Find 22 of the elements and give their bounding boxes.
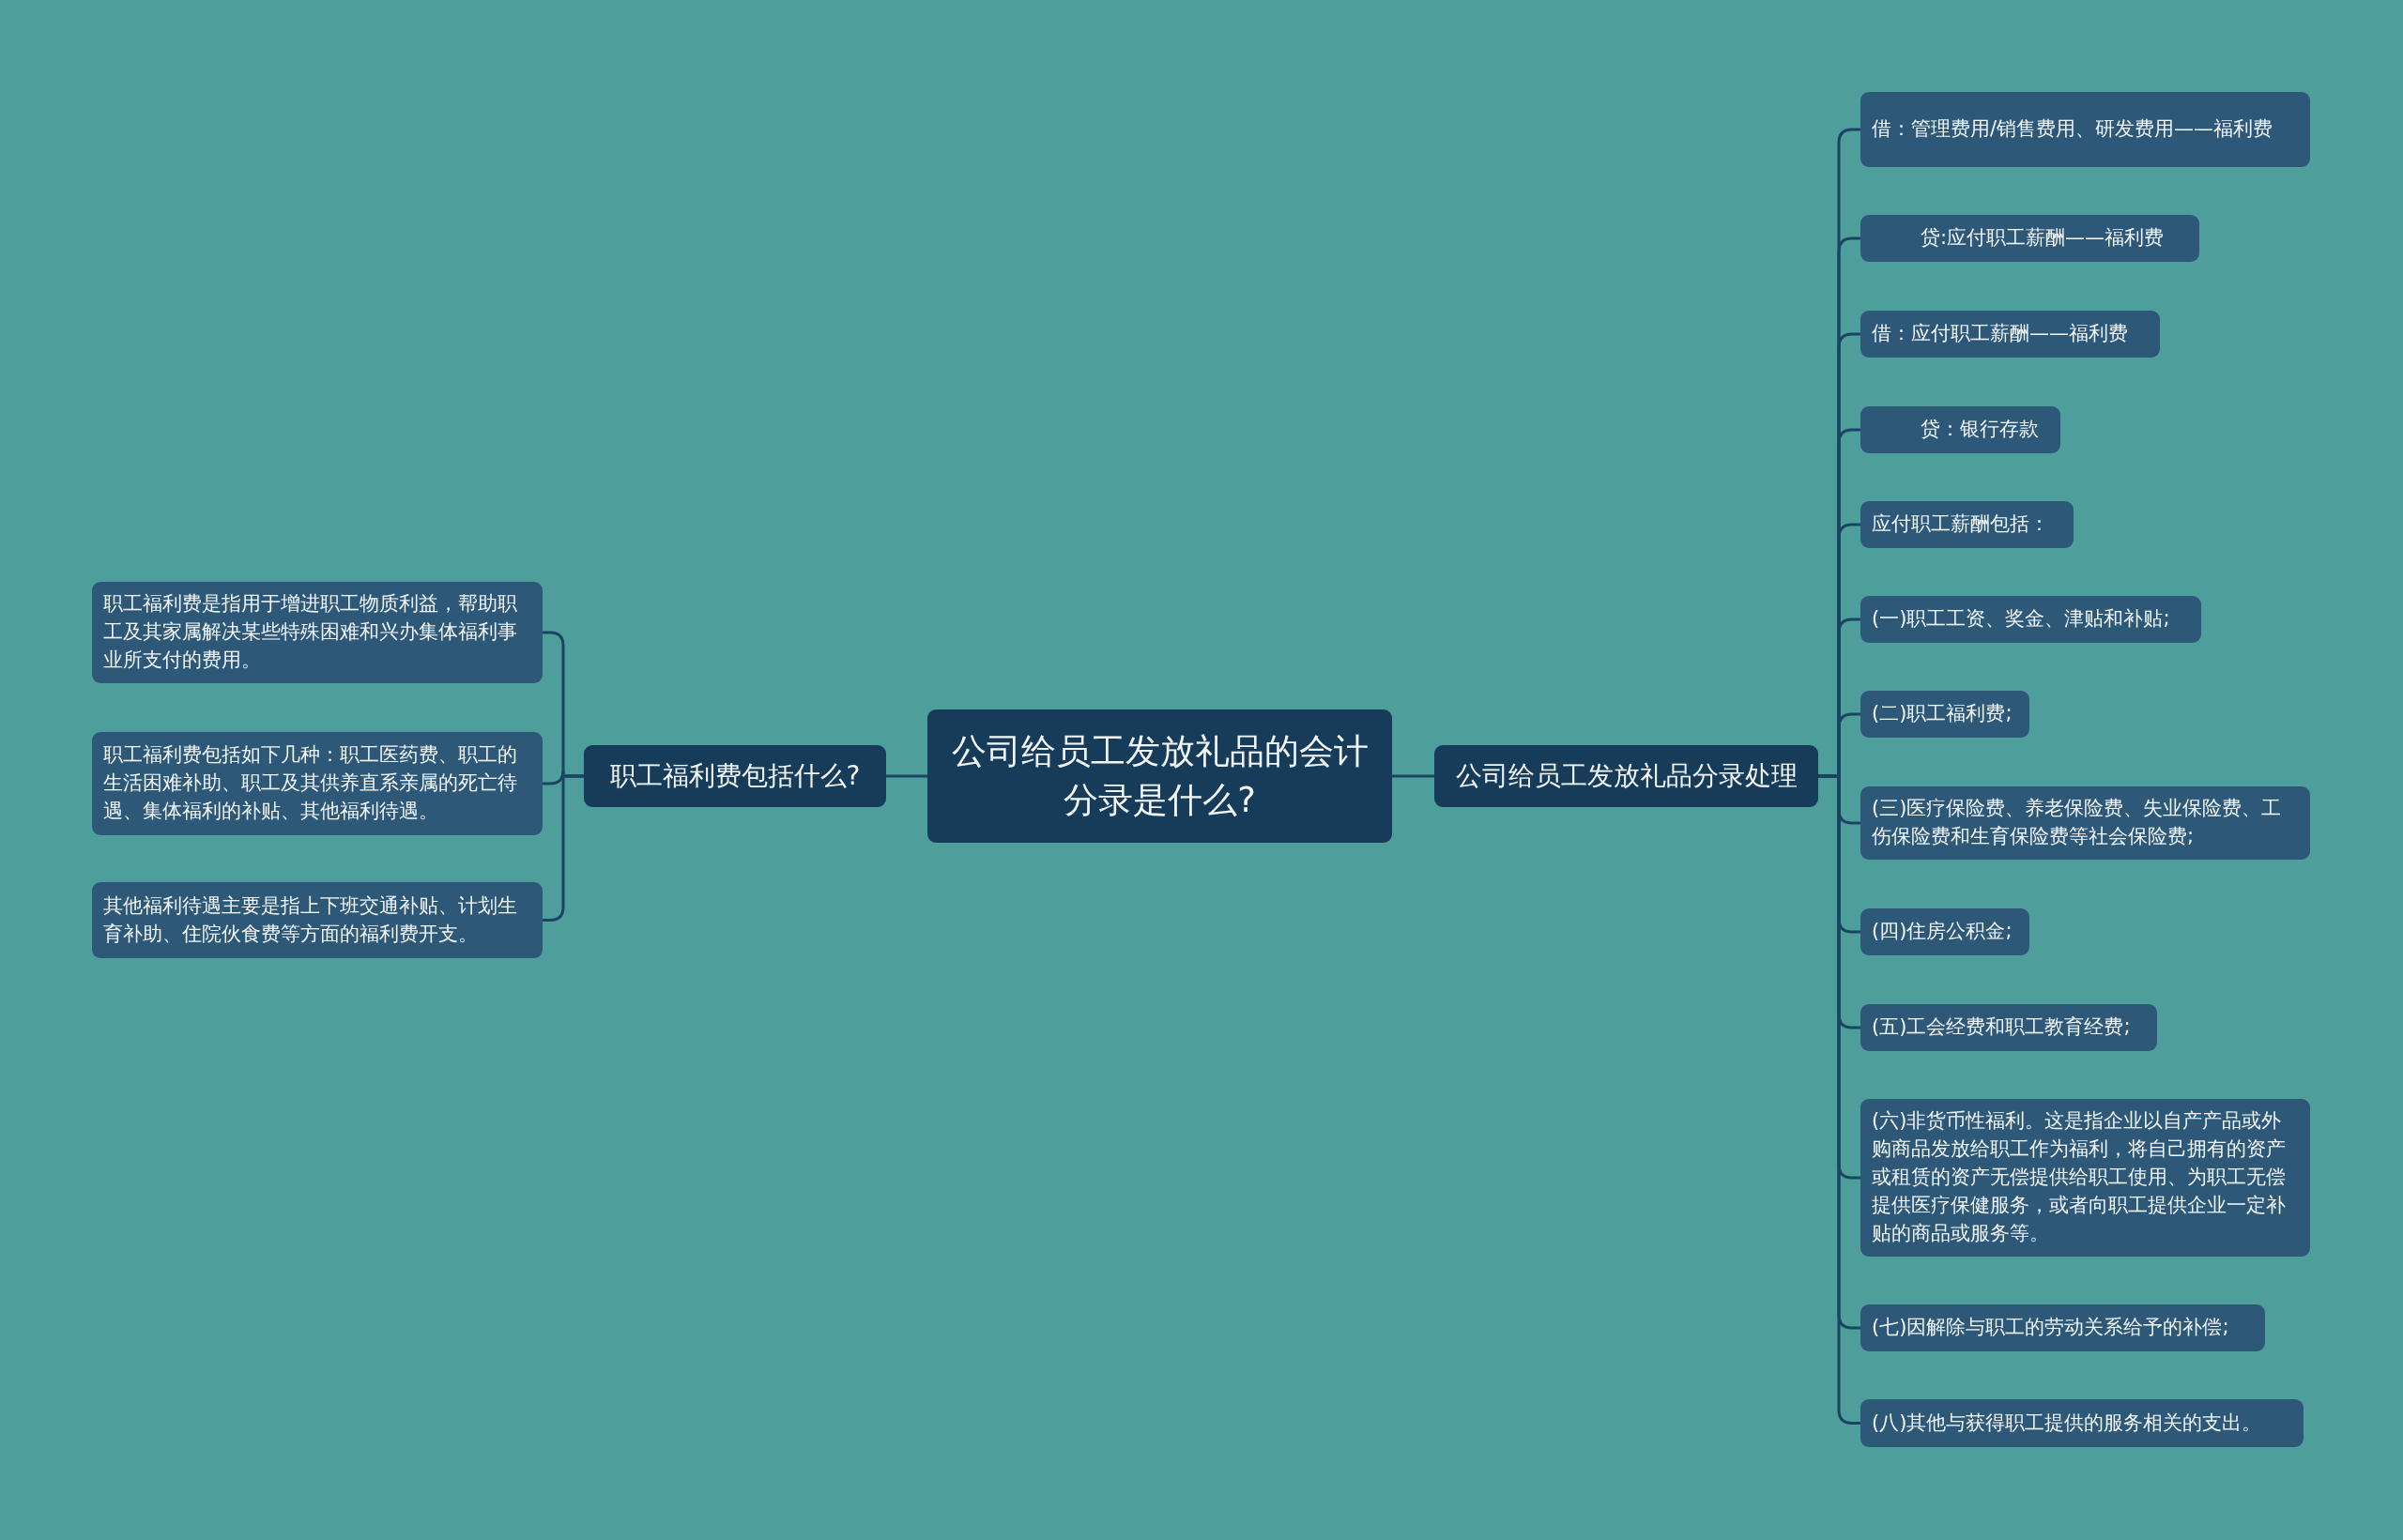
topic-box: 借：应付职工薪酬——福利费 <box>1860 311 2160 358</box>
topic-box: (三)医疗保险费、养老保险费、失业保险费、工伤保险费和生育保险费等社会保险费; <box>1860 786 2310 860</box>
branch-topic-box: 公司给员工发放礼品分录处理 <box>1434 745 1818 807</box>
topic-box: 其他福利待遇主要是指上下班交通补贴、计划生育补助、住院伙食费等方面的福利费开支。 <box>92 882 543 958</box>
topic-box: (六)非货币性福利。这是指企业以自产产品或外购商品发放给职工作为福利，将自己拥有的资产或租赁的资产无偿提供给职工使用、为职工无偿提供医疗保健服务，或者向职工提供企业一定补贴的商品或服务等。 <box>1860 1099 2310 1257</box>
topic-box: (五)工会经费和职工教育经费; <box>1860 1004 2157 1051</box>
topic-box: 贷:应付职工薪酬——福利费 <box>1860 215 2199 262</box>
topic-box: 贷：银行存款 <box>1860 406 2060 453</box>
topic-box: 借：管理费用/销售费用、研发费用——福利费 <box>1860 92 2310 167</box>
branch-topic-box: 职工福利费包括什么? <box>584 745 886 807</box>
central-topic-box: 公司给员工发放礼品的会计分录是什么? <box>927 709 1392 843</box>
topic-box: 应付职工薪酬包括： <box>1860 501 2074 548</box>
topic-box: 职工福利费包括如下几种：职工医药费、职工的生活困难补助、职工及其供养直系亲属的死亡待遇、集体福利的补贴、其他福利待遇。 <box>92 732 543 835</box>
connector-line <box>886 774 927 778</box>
topic-box: (一)职工工资、奖金、津贴和补贴; <box>1860 596 2201 643</box>
topic-box: (二)职工福利费; <box>1860 691 2029 738</box>
topic-box: (八)其他与获得职工提供的服务相关的支出。 <box>1860 1399 2304 1447</box>
topic-box: (四)住房公积金; <box>1860 908 2029 955</box>
connector-line <box>543 774 584 922</box>
connector-line <box>1392 774 1434 778</box>
topic-box: (七)因解除与职工的劳动关系给予的补偿; <box>1860 1304 2265 1351</box>
topic-box: 职工福利费是指用于增进职工物质利益，帮助职工及其家属解决某些特殊困难和兴办集体福利事业所支付的费用。 <box>92 582 543 683</box>
